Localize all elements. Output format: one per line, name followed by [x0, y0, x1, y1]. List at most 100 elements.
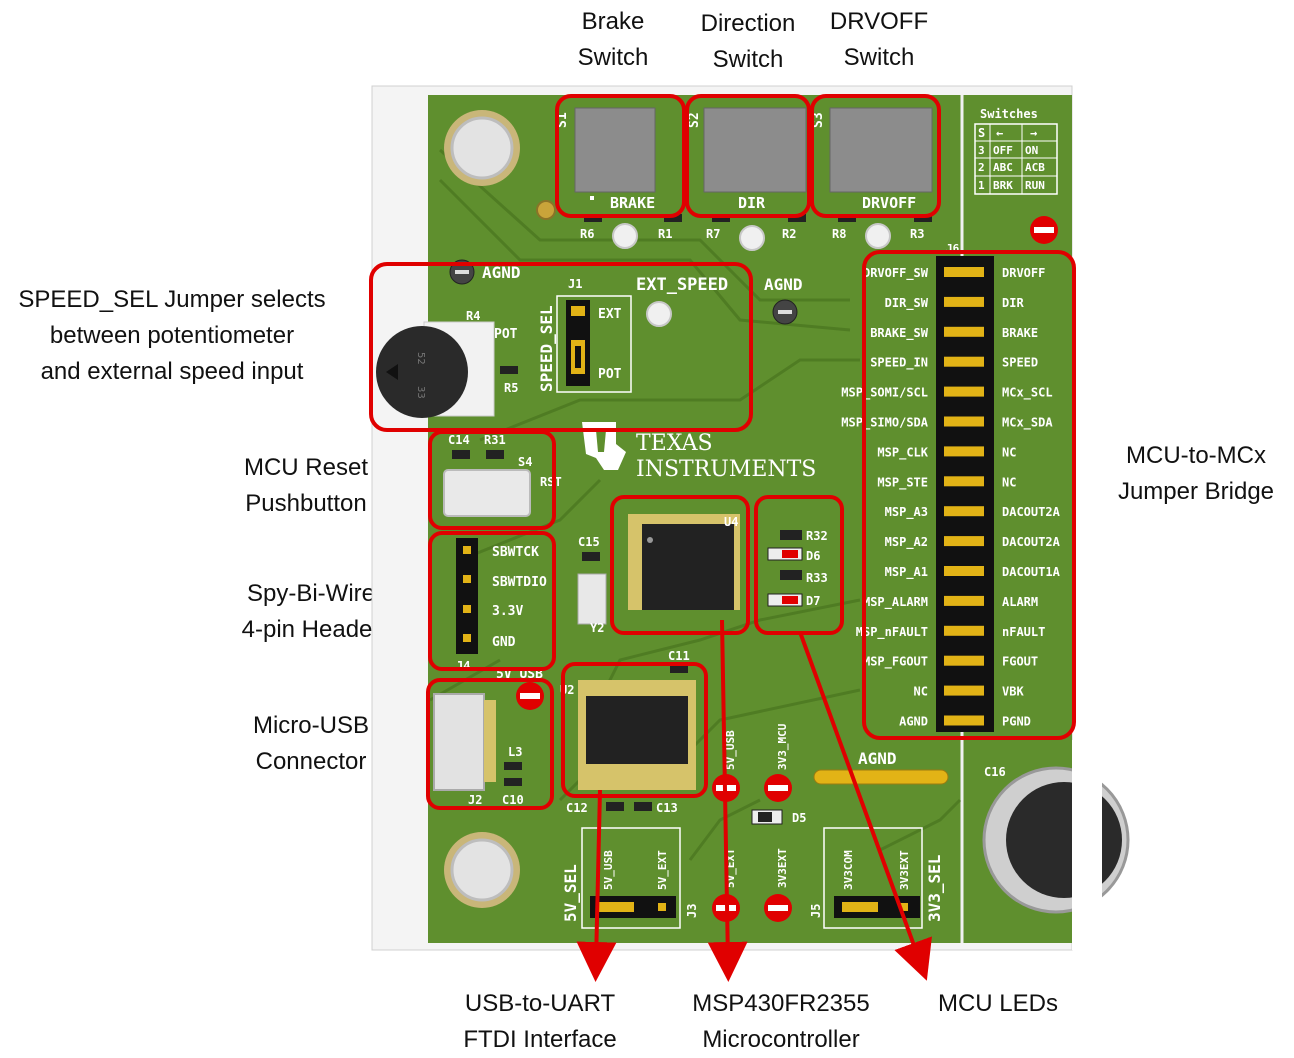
j6-left-label: MSP_STE — [877, 475, 928, 490]
svg-text:R1: R1 — [658, 227, 672, 241]
svg-text:SBWTDIO: SBWTDIO — [492, 575, 547, 590]
svg-text:POT: POT — [598, 367, 622, 382]
svg-text:←: ← — [996, 126, 1003, 140]
svg-text:R5: R5 — [504, 381, 518, 395]
svg-text:5V_USB: 5V_USB — [602, 850, 615, 890]
svg-text:S: S — [978, 126, 985, 140]
svg-text:ON: ON — [1025, 144, 1038, 157]
svg-text:D6: D6 — [806, 549, 820, 563]
j6-right-label: BRAKE — [1002, 326, 1038, 340]
j6-right-label: DACOUT2A — [1002, 535, 1061, 549]
agnd-bar — [814, 770, 948, 784]
svg-text:RST: RST — [540, 475, 562, 489]
svg-text:C12: C12 — [566, 801, 588, 815]
j6-jumper-link — [944, 536, 984, 546]
svg-text:TEXAS: TEXAS — [636, 431, 713, 456]
svg-text:C10: C10 — [502, 793, 524, 807]
svg-text:R31: R31 — [484, 433, 506, 447]
svg-text:DRVOFF: DRVOFF — [862, 194, 916, 212]
j6-jumper-link — [944, 357, 984, 367]
j6-right-label: MCx_SDA — [1002, 416, 1053, 431]
svg-text:EXT: EXT — [598, 307, 622, 322]
j6-left-label: SPEED_IN — [870, 356, 928, 371]
svg-text:52: 52 — [415, 352, 426, 365]
svg-text:3: 3 — [978, 144, 985, 157]
j6-left-label: NC — [914, 685, 928, 699]
j6-left-label: BRAKE_SW — [870, 326, 929, 341]
svg-text:ACB: ACB — [1025, 161, 1045, 174]
svg-text:POT: POT — [494, 327, 518, 342]
svg-text:C13: C13 — [656, 801, 678, 815]
j6-left-label: MSP_SIMO/SDA — [841, 416, 928, 431]
j6-jumper-link — [944, 566, 984, 576]
j6-left-label: DRVOFF_SW — [863, 266, 929, 281]
j6-right-label: MCx_SCL — [1002, 386, 1053, 401]
svg-text:5V_EXT: 5V_EXT — [656, 850, 669, 890]
svg-text:SPEED_SEL: SPEED_SEL — [537, 305, 556, 392]
svg-text:J2: J2 — [468, 793, 482, 807]
j6-left-label: DIR_SW — [885, 296, 929, 311]
j6-left-label: MSP_A1 — [885, 565, 928, 580]
j6-right-label: ALARM — [1002, 595, 1038, 609]
j6-right-label: VBK — [1002, 685, 1024, 699]
svg-text:R4: R4 — [466, 309, 480, 323]
j6-right-label: DACOUT1A — [1002, 565, 1061, 579]
j6-jumper-link — [944, 417, 984, 427]
svg-text:3V3EXT: 3V3EXT — [776, 848, 789, 888]
j6-jumper-link — [944, 626, 984, 636]
svg-text:AGND: AGND — [858, 749, 897, 768]
svg-text:J1: J1 — [568, 277, 582, 291]
svg-text:C15: C15 — [578, 535, 600, 549]
svg-text:S4: S4 — [518, 455, 532, 469]
svg-text:33: 33 — [415, 386, 426, 399]
j6-right-label: NC — [1002, 475, 1016, 489]
j6-jumper-link — [944, 267, 984, 277]
svg-text:J5: J5 — [809, 904, 823, 918]
svg-text:INSTRUMENTS: INSTRUMENTS — [636, 457, 816, 482]
svg-text:C16: C16 — [984, 765, 1006, 779]
j6-jumper-link — [944, 446, 984, 456]
svg-text:ABC: ABC — [993, 161, 1013, 174]
svg-text:R8: R8 — [832, 227, 846, 241]
svg-text:R32: R32 — [806, 529, 828, 543]
svg-text:Y2: Y2 — [590, 621, 604, 635]
j6-left-label: MSP_A2 — [885, 535, 928, 550]
j6-left-label: AGND — [899, 715, 928, 729]
j6-jumper-link — [944, 506, 984, 516]
j6-right-label: DACOUT2A — [1002, 505, 1061, 519]
j6-jumper-link — [944, 476, 984, 486]
svg-text:R33: R33 — [806, 571, 828, 585]
j6-left-label: MSP_SOMI/SCL — [841, 386, 928, 401]
svg-text:D7: D7 — [806, 594, 820, 608]
j6-jumper-link — [944, 686, 984, 696]
svg-text:R3: R3 — [910, 227, 924, 241]
j6-right-label: NC — [1002, 445, 1016, 459]
svg-text:→: → — [1030, 126, 1037, 140]
svg-text:Switches: Switches — [980, 107, 1038, 121]
svg-text:1: 1 — [978, 179, 985, 192]
svg-text:3V3COM: 3V3COM — [842, 850, 855, 890]
svg-text:3.3V: 3.3V — [492, 604, 523, 619]
j6-jumper-link — [944, 327, 984, 337]
svg-text:3V3_SEL: 3V3_SEL — [925, 855, 944, 922]
svg-text:GND: GND — [492, 635, 516, 650]
svg-text:C11: C11 — [668, 649, 690, 663]
svg-text:R2: R2 — [782, 227, 796, 241]
svg-text:EXT_SPEED: EXT_SPEED — [636, 275, 728, 295]
j6-left-label: MSP_A3 — [885, 505, 928, 520]
svg-text:3V3EXT: 3V3EXT — [898, 850, 911, 890]
svg-text:5V_SEL: 5V_SEL — [561, 864, 580, 922]
svg-text:U4: U4 — [724, 515, 738, 529]
j6-left-label: MSP_CLK — [877, 445, 928, 460]
svg-text:L3: L3 — [508, 745, 522, 759]
svg-text:J3: J3 — [685, 904, 699, 918]
j6-left-label: MSP_nFAULT — [856, 625, 928, 640]
svg-text:R7: R7 — [706, 227, 720, 241]
j6-right-label: nFAULT — [1002, 625, 1045, 639]
j6-right-label: FGOUT — [1002, 655, 1038, 669]
j6-right-label: SPEED — [1002, 356, 1038, 370]
j6-jumper-link — [944, 716, 984, 726]
svg-text:2: 2 — [978, 161, 985, 174]
j6-jumper-link — [944, 297, 984, 307]
